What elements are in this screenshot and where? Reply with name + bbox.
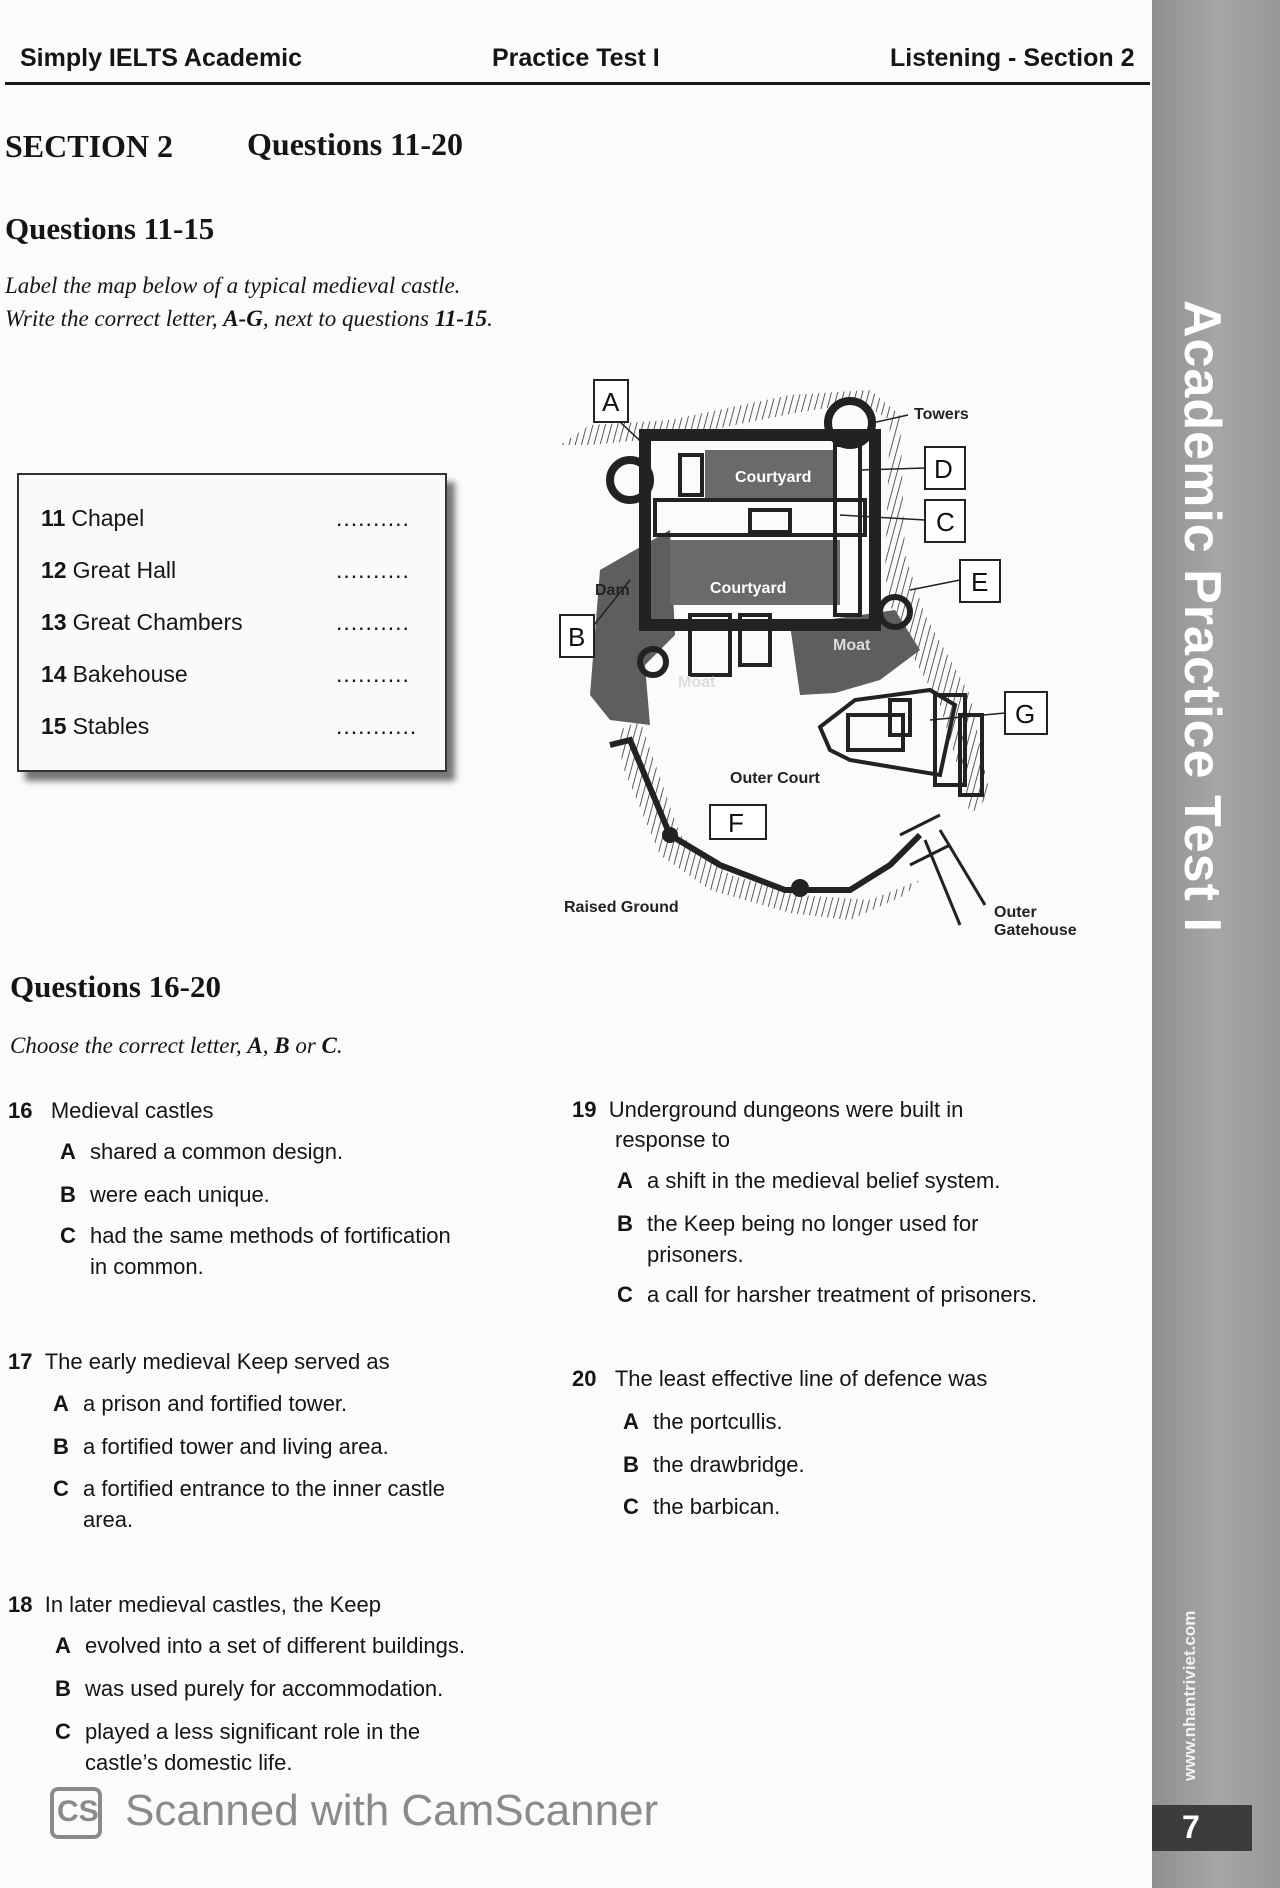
question-16: 16 Medieval castles <box>8 1098 214 1123</box>
letter-b: B <box>568 622 585 652</box>
moat-east <box>790 610 920 695</box>
letter-box-c <box>924 499 966 543</box>
inner-curtain-wall <box>639 429 881 631</box>
instruction-line-2: Write the correct letter, A-G, next to q… <box>5 306 493 331</box>
label-outer-gatehouse-2: Gatehouse <box>994 922 1077 939</box>
question-18: 18 In later medieval castles, the Keep <box>8 1592 382 1617</box>
letter-box-d <box>924 446 966 490</box>
letter-g: G <box>1015 699 1035 729</box>
letter-box-f <box>709 804 767 840</box>
header-rule <box>5 82 1150 85</box>
page-number: 7 <box>1182 1809 1200 1845</box>
section-questions-range: Questions 11-20 <box>247 126 464 162</box>
answer-blank[interactable]: ........... <box>336 713 418 739</box>
outer-curtain-wall <box>609 736 923 893</box>
camscanner-watermark: Scanned with CamScanner <box>125 1786 659 1835</box>
letter-box-a <box>593 379 629 423</box>
instruction-choose: Choose the correct letter, A, B or C. <box>10 1033 343 1058</box>
wall-tower-south-west <box>662 827 678 843</box>
label-outer-gatehouse-1: Outer <box>994 904 1037 921</box>
header-test-title: Practice Test I <box>492 44 660 72</box>
label-courtyard-mid: Courtyard <box>710 580 786 597</box>
outer-buildings <box>817 687 984 797</box>
label-towers: Towers <box>914 406 969 423</box>
courtyard-mid-area <box>670 540 840 605</box>
letter-box-b <box>559 614 595 658</box>
questions-11-15-heading: Questions 11-15 <box>5 211 215 246</box>
raised-ground-hatch-south <box>620 720 920 920</box>
label-moat-west: Moat <box>678 674 716 691</box>
label-courtyard-top: Courtyard <box>735 469 811 486</box>
outer-gatehouse <box>899 813 987 926</box>
letter-leader-lines <box>593 414 1006 721</box>
courtyard-top-area <box>705 450 835 500</box>
letter-box-e <box>959 559 1001 603</box>
section-label: SECTION 2 <box>5 128 174 164</box>
tower-north-west <box>606 456 654 504</box>
question-17: 17 The early medieval Keep served as <box>8 1349 390 1374</box>
letter-f: F <box>728 808 744 838</box>
page-number-tab: 7 <box>1152 1805 1252 1851</box>
tower-south-west <box>637 646 669 678</box>
label-raised-ground: Raised Ground <box>564 899 679 916</box>
answer-blank[interactable]: .......... <box>336 505 410 531</box>
label-outer-court: Outer Court <box>730 770 820 787</box>
header-section-title: Listening - Section 2 <box>890 44 1135 72</box>
letter-a: A <box>602 387 620 417</box>
header-book-title: Simply IELTS Academic <box>20 44 303 72</box>
moat-west <box>590 530 675 725</box>
answer-blank[interactable]: .......... <box>336 557 410 583</box>
letter-c: C <box>936 507 955 537</box>
sidebar-url-wrap: www.nhantriviet.com <box>1180 1556 1210 1781</box>
sidebar <box>1152 0 1280 1888</box>
answer-blank[interactable]: .......... <box>336 661 410 687</box>
camscanner-logo: CS <box>50 1787 102 1839</box>
label-dam: Dam <box>595 582 630 599</box>
instruction-line-1: Label the map below of a typical medieva… <box>5 273 461 298</box>
label-moat-east: Moat <box>833 637 871 654</box>
letter-d: D <box>934 454 953 484</box>
sidebar-url: www.nhantriviet.com <box>1180 1610 1199 1781</box>
answer-blank[interactable]: .......... <box>336 609 410 635</box>
sidebar-title: Academic Practice Test I <box>1173 300 1231 933</box>
letter-e: E <box>971 567 988 597</box>
castle-map: A B C D E F G Towers Courtyard Courtyard… <box>559 379 1077 939</box>
tower-east <box>877 594 913 630</box>
question-20: 20 The least effective line of defence w… <box>572 1366 988 1391</box>
questions-16-20-heading: Questions 16-20 <box>10 969 221 1004</box>
wall-tower-south <box>791 879 809 897</box>
